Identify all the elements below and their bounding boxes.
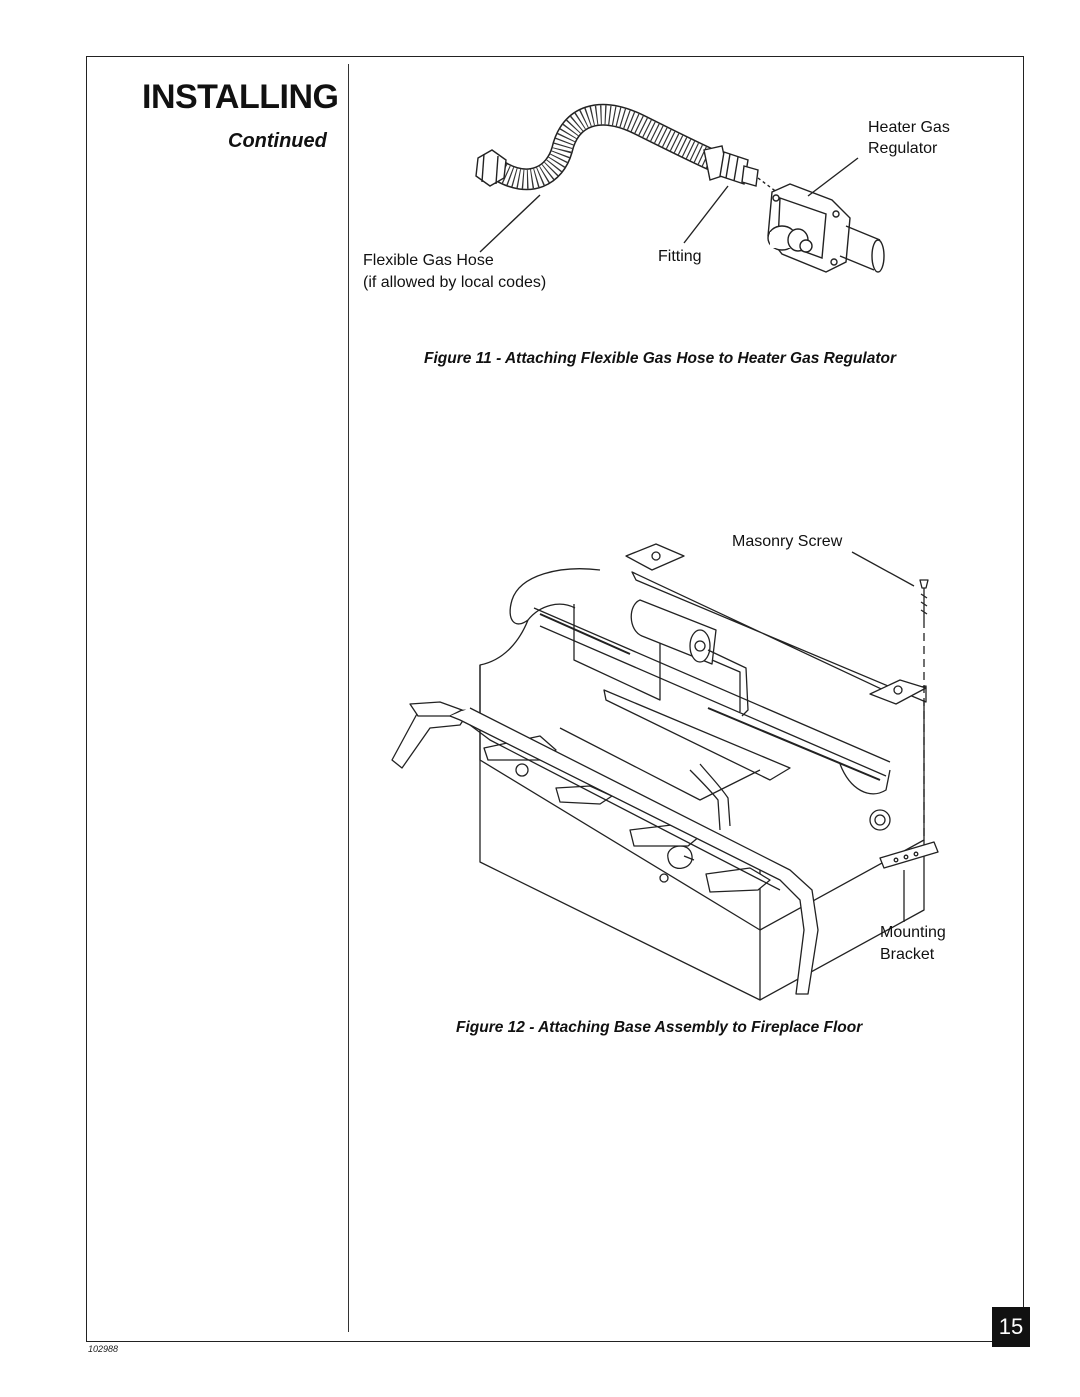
label-heater-gas-regulator-2: Regulator [868,140,938,157]
page-number: 15 [992,1307,1030,1347]
label-fitting: Fitting [658,248,702,265]
figure-12-caption: Figure 12 - Attaching Base Assembly to F… [456,1019,863,1036]
page-frame [86,56,1024,1342]
figure-11-caption: Figure 11 - Attaching Flexible Gas Hose … [424,350,897,367]
label-heater-gas-regulator-1: Heater Gas [868,119,950,136]
label-mounting-bracket-2: Bracket [880,946,935,963]
column-divider [348,64,349,1332]
label-masonry-screw: Masonry Screw [732,533,843,550]
section-title: INSTALLING [142,78,339,116]
document-code: 102988 [88,1344,119,1354]
label-mounting-bracket-1: Mounting [880,924,946,941]
section-subtitle: Continued [228,130,327,152]
label-flexible-gas-hose-1: Flexible Gas Hose [363,252,494,269]
label-flexible-gas-hose-2: (if allowed by local codes) [363,274,547,291]
